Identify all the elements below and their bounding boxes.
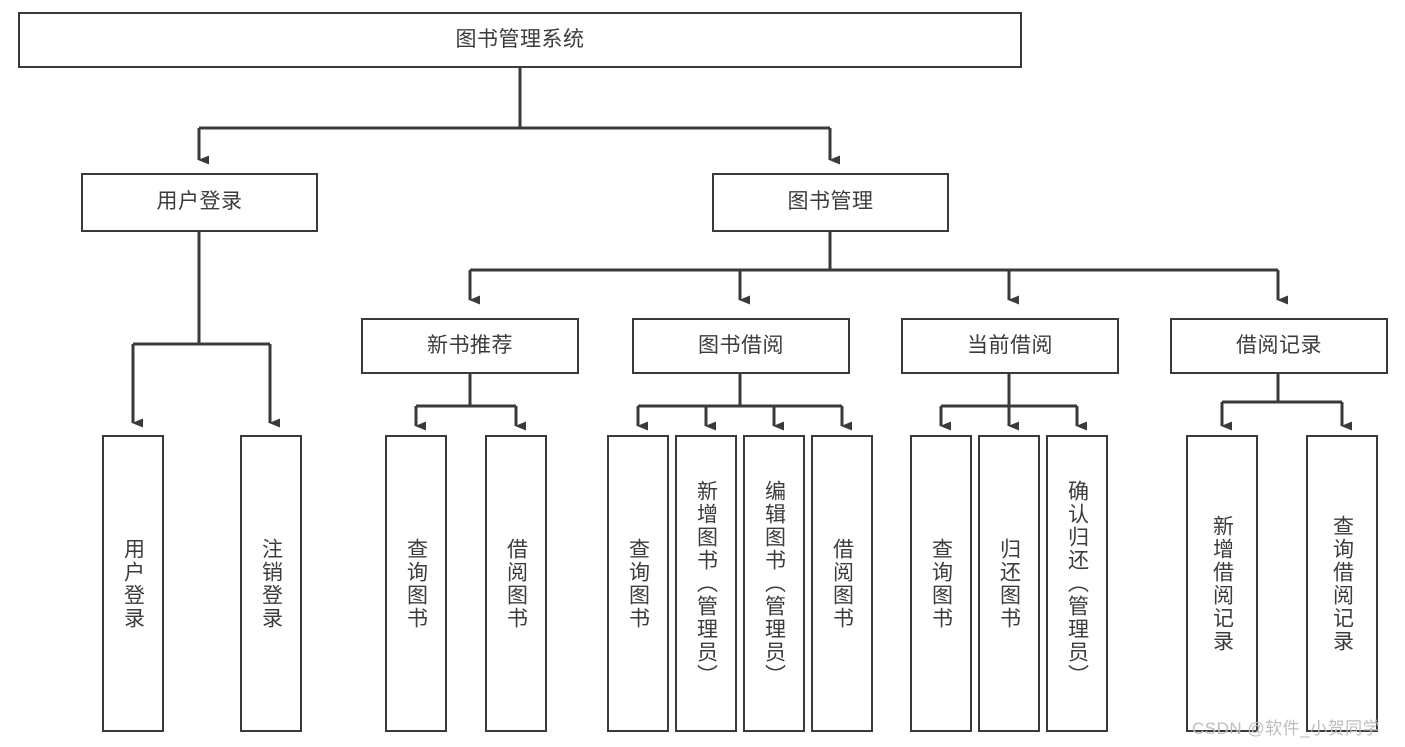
- node-book-management[interactable]: 图书管理: [712, 173, 949, 232]
- node-user-login-label: 用户登录: [156, 190, 243, 214]
- node-leaf-newbook-query-books-label: 查询图书: [404, 537, 428, 630]
- node-leaf-newbook-borrow-books[interactable]: 借阅图书: [485, 435, 547, 732]
- node-leaf-borrow-add-book-admin[interactable]: 新增图书（管理员）: [675, 435, 737, 732]
- node-leaf-borrow-edit-book-admin[interactable]: 编辑图书（管理员）: [743, 435, 805, 732]
- node-leaf-current-query-books-label: 查询图书: [929, 537, 953, 630]
- node-user-login[interactable]: 用户登录: [81, 173, 318, 232]
- node-leaf-newbook-query-books[interactable]: 查询图书: [385, 435, 447, 732]
- node-leaf-borrow-borrow-books-label: 借阅图书: [830, 537, 854, 630]
- node-borrowing-records[interactable]: 借阅记录: [1170, 318, 1388, 374]
- node-leaf-records-query-record[interactable]: 查询借阅记录: [1306, 435, 1378, 732]
- node-book-management-label: 图书管理: [787, 190, 874, 214]
- node-current-borrowing-label: 当前借阅: [967, 333, 1053, 357]
- node-leaf-newbook-borrow-books-label: 借阅图书: [504, 537, 528, 630]
- node-book-borrowing[interactable]: 图书借阅: [632, 318, 850, 374]
- node-current-borrowing[interactable]: 当前借阅: [901, 318, 1119, 374]
- node-leaf-current-query-books[interactable]: 查询图书: [910, 435, 972, 732]
- node-root-book-management-system[interactable]: 图书管理系统: [18, 12, 1022, 68]
- node-leaf-records-add-record-label: 新增借阅记录: [1210, 514, 1234, 653]
- node-new-book-recommendation[interactable]: 新书推荐: [361, 318, 579, 374]
- node-leaf-user-login-signin-label: 用户登录: [121, 537, 145, 630]
- node-leaf-borrow-edit-book-admin-label: 编辑图书（管理员）: [762, 480, 786, 687]
- node-new-book-recommendation-label: 新书推荐: [427, 333, 513, 357]
- node-book-borrowing-label: 图书借阅: [698, 333, 784, 357]
- node-leaf-current-return-books[interactable]: 归还图书: [978, 435, 1040, 732]
- csdn-watermark: CSDN @软件_小贺同学: [1192, 714, 1380, 739]
- node-leaf-borrow-borrow-books[interactable]: 借阅图书: [811, 435, 873, 732]
- node-leaf-user-login-signout[interactable]: 注销登录: [240, 435, 302, 732]
- node-borrowing-records-label: 借阅记录: [1236, 333, 1322, 357]
- node-leaf-borrow-add-book-admin-label: 新增图书（管理员）: [694, 480, 718, 687]
- node-leaf-records-query-record-label: 查询借阅记录: [1330, 514, 1354, 653]
- node-leaf-user-login-signout-label: 注销登录: [259, 537, 283, 630]
- node-leaf-borrow-query-books-label: 查询图书: [626, 537, 650, 630]
- csdn-watermark-text: CSDN @软件_小贺同学: [1192, 719, 1381, 738]
- node-root-label: 图书管理系统: [455, 27, 585, 51]
- node-leaf-current-confirm-return-admin-label: 确认归还（管理员）: [1065, 480, 1089, 687]
- node-leaf-records-add-record[interactable]: 新增借阅记录: [1186, 435, 1258, 732]
- node-leaf-current-return-books-label: 归还图书: [997, 537, 1021, 630]
- node-leaf-current-confirm-return-admin[interactable]: 确认归还（管理员）: [1046, 435, 1108, 732]
- node-leaf-user-login-signin[interactable]: 用户登录: [102, 435, 164, 732]
- node-leaf-borrow-query-books[interactable]: 查询图书: [607, 435, 669, 732]
